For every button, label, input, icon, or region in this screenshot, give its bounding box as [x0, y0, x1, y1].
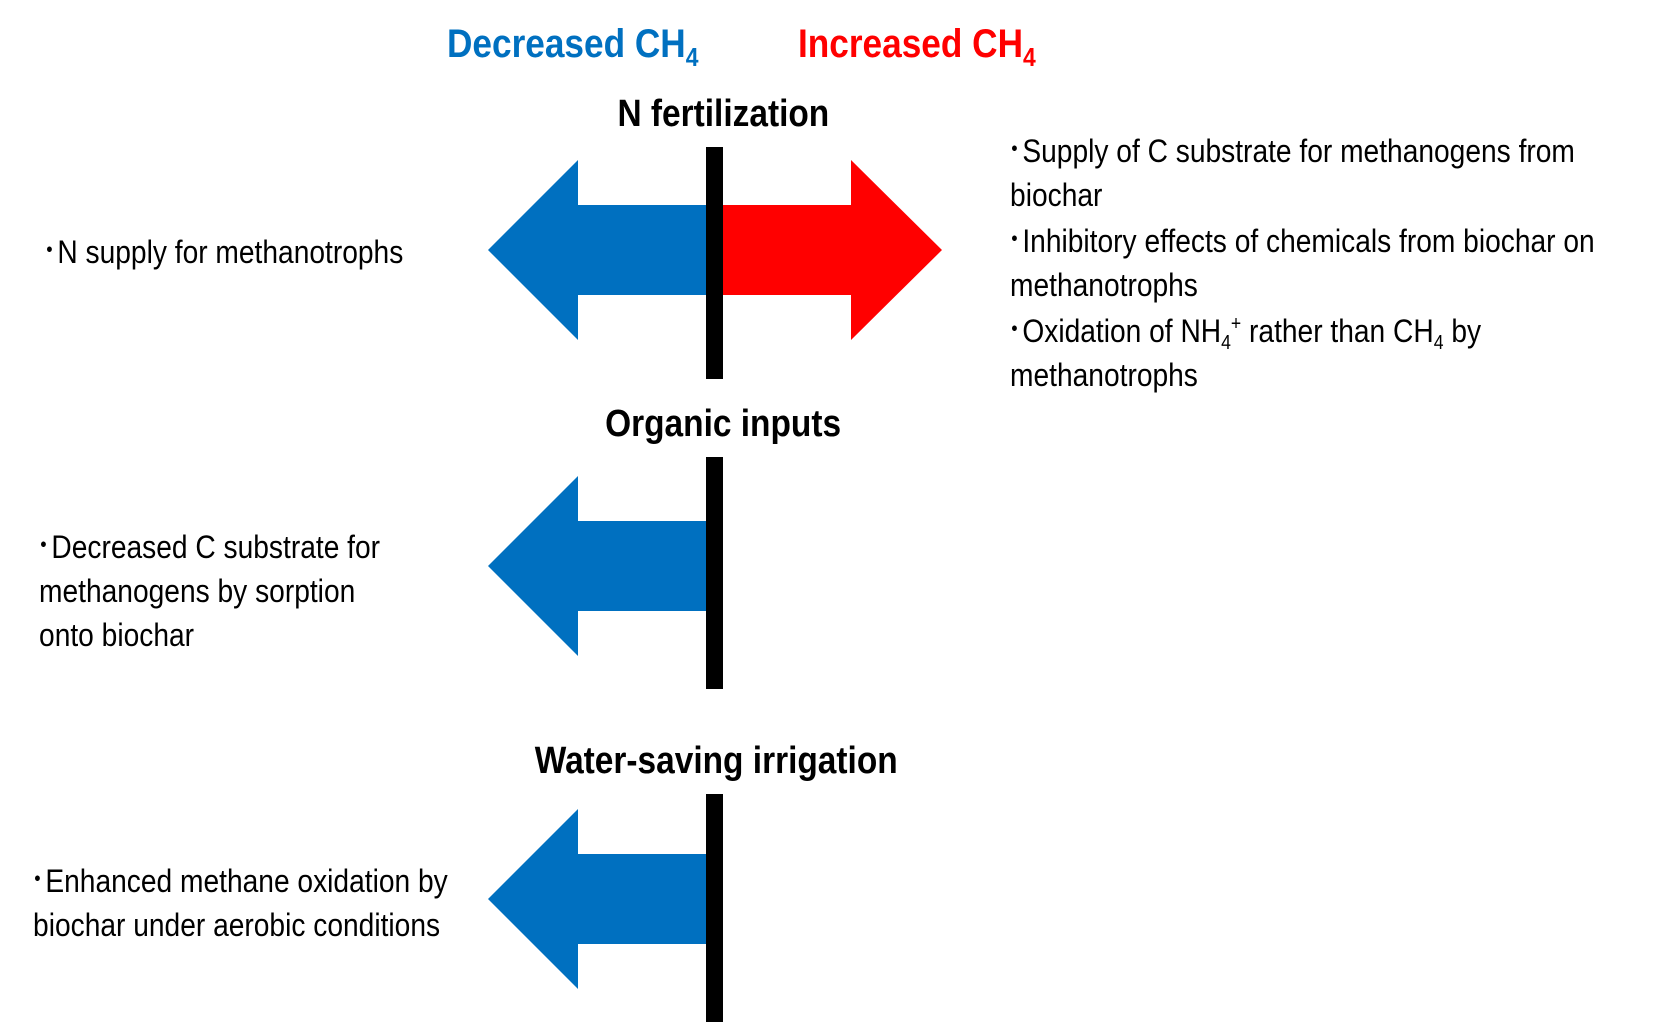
note-line: Enhanced methane oxidation by — [45, 863, 448, 899]
note-line: Supply of C substrate for methanogens fr… — [1022, 133, 1575, 169]
legend-increased-ch4: Increased CH4 — [798, 20, 1068, 70]
legend-decreased-subscript: 4 — [685, 42, 699, 72]
bullet-dot: ・ — [38, 235, 61, 265]
superscript: + — [1230, 313, 1242, 335]
note-line: Inhibitory effects of chemicals from bio… — [1022, 223, 1595, 259]
note-line: methanogens by sorption — [39, 573, 356, 609]
legend-increased-subscript: 4 — [1022, 42, 1036, 72]
note-line: Oxidation of NH — [1022, 313, 1222, 349]
subscript: 4 — [1433, 332, 1444, 354]
note-line: Decreased C substrate for — [51, 529, 381, 565]
note-line: biochar — [1010, 177, 1103, 213]
note-line: methanotrophs — [1010, 267, 1198, 303]
note-line: rather than CH — [1241, 313, 1434, 349]
bullet-dot: ・ — [1003, 134, 1026, 164]
decrease-arrow-water-saving — [488, 809, 712, 989]
divider-bar-organic-inputs — [706, 457, 723, 689]
heading-n-fertilization-text: N fertilization — [617, 93, 829, 135]
note-line: onto biochar — [39, 617, 195, 653]
heading-water-saving-irrigation: Water-saving irrigation — [416, 739, 1016, 783]
heading-n-fertilization: N fertilization — [423, 92, 1023, 136]
bullet-dot: ・ — [1003, 314, 1026, 344]
bullet-dot: ・ — [1003, 224, 1026, 254]
note-decreased-c-substrate: ・Decreased C substrate for methanogens b… — [32, 523, 428, 657]
divider-bar-water-saving — [706, 794, 723, 1022]
note-line: methanotrophs — [1010, 357, 1198, 393]
note-enhanced-methane-oxidation: ・Enhanced methane oxidation by biochar u… — [26, 857, 505, 947]
legend-decreased-ch4: Decreased CH4 — [447, 20, 733, 70]
note-line: by — [1443, 313, 1482, 349]
bullet-dot: ・ — [26, 864, 49, 894]
decrease-arrow-n-fertilization — [488, 160, 712, 340]
note-line: biochar under aerobic conditions — [33, 907, 441, 943]
increase-arrow-n-fertilization — [716, 160, 942, 340]
decrease-arrow-organic-inputs — [488, 476, 712, 656]
subscript: 4 — [1221, 332, 1231, 354]
legend-increased-label: Increased CH — [798, 22, 1023, 66]
legend-decreased-label: Decreased CH — [447, 22, 686, 66]
heading-water-saving-text: Water-saving irrigation — [534, 740, 898, 782]
heading-organic-inputs: Organic inputs — [423, 402, 1023, 446]
heading-organic-inputs-text: Organic inputs — [605, 403, 841, 445]
note-n-supply: ・N supply for methanotrophs — [38, 228, 453, 274]
divider-bar-n-fertilization — [706, 147, 723, 379]
bullet-dot: ・ — [32, 530, 55, 560]
note-line: N supply for methanotrophs — [57, 234, 404, 270]
increase-notes-list: ・Supply of C substrate for methanogens f… — [1003, 127, 1655, 397]
